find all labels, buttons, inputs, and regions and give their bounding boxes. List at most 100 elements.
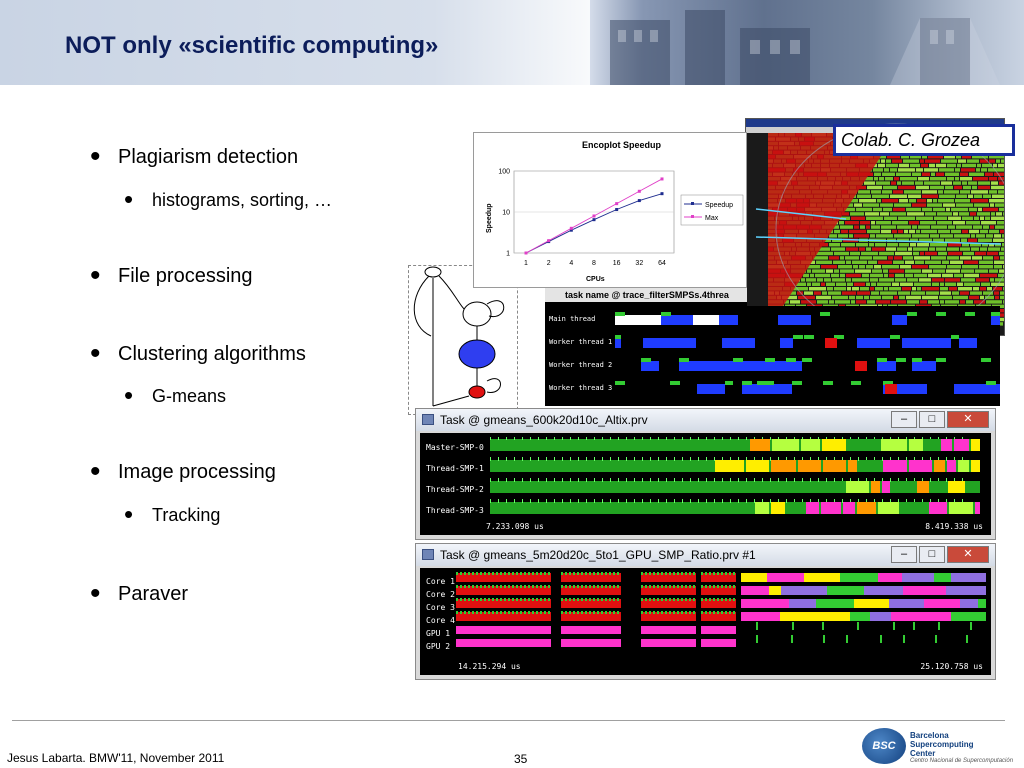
- trace-burst: [835, 300, 850, 304]
- trace-event: [713, 585, 715, 588]
- trace-event: [717, 585, 719, 588]
- trace-event: [898, 478, 899, 482]
- trace-burst: [903, 586, 946, 595]
- trace-event: [573, 585, 575, 588]
- trace-canvas[interactable]: Core 1 Core 2 Core 3 Core 4 GPU 1 GPU 2 …: [420, 568, 991, 675]
- trace-burst: [968, 194, 973, 198]
- trace-event: [677, 598, 679, 601]
- trace-burst: [993, 287, 1002, 291]
- trace-burst: [894, 295, 898, 300]
- trace-window-gpu[interactable]: Task @ gmeans_5m20d20c_5to1_GPU_SMP_Rati…: [415, 543, 996, 680]
- trace-burst: [890, 168, 897, 172]
- trace-burst: [814, 291, 821, 295]
- trace-event: [516, 598, 518, 601]
- trace-event: [618, 457, 619, 461]
- trace-event: [986, 381, 996, 385]
- colab-label: Colab. C. Grozea: [833, 124, 1015, 156]
- trace-event: [593, 585, 595, 588]
- trace-event: [673, 611, 675, 614]
- trace-burst: [925, 251, 937, 256]
- trace-burst: [932, 278, 944, 282]
- trace-burst: [858, 190, 870, 194]
- trace-event: [597, 598, 599, 601]
- trace-burst: [934, 338, 951, 348]
- trace-burst: [803, 273, 809, 278]
- trace-burst: [982, 163, 992, 168]
- trace-burst: [771, 502, 785, 514]
- legend-speedup: Speedup: [705, 202, 733, 209]
- chart-ytick-label: 100: [498, 169, 510, 176]
- window-titlebar[interactable]: Task @ gmeans_5m20d20c_5to1_GPU_SMP_Rati…: [416, 544, 995, 566]
- trace-burst: [869, 243, 874, 247]
- trace-event: [650, 478, 651, 482]
- minimize-button[interactable]: –: [891, 411, 917, 428]
- trace-event: [729, 611, 731, 614]
- trace-burst: [998, 190, 1004, 194]
- trace-burst: [615, 384, 647, 394]
- chart-xtick-label: 1: [524, 260, 528, 267]
- trace-event: [565, 611, 567, 614]
- maximize-button[interactable]: □: [919, 411, 945, 428]
- trace-burst: [934, 460, 945, 472]
- trace-event: [706, 478, 707, 482]
- trace-burst: [969, 172, 984, 176]
- trace-burst: [715, 460, 744, 472]
- trace-event: [922, 478, 923, 482]
- trace-event: [602, 499, 603, 503]
- trace-burst: [865, 315, 892, 325]
- data-point-speedup: [660, 192, 664, 196]
- trace-event: [528, 598, 530, 601]
- trace-event: [589, 572, 591, 575]
- trace-burst: [856, 207, 872, 212]
- trace-burst: [807, 269, 811, 273]
- smpss-row-label: Worker thread 3: [549, 384, 613, 392]
- trace-event: [601, 572, 603, 575]
- trace-event: [573, 572, 575, 575]
- trace-burst: [989, 155, 1004, 159]
- trace-event: [802, 457, 803, 461]
- trace-event: [514, 478, 515, 482]
- trace-burst: [827, 287, 833, 291]
- trace-burst: [939, 295, 952, 300]
- data-point-speedup: [569, 228, 573, 232]
- trace-event: [586, 457, 587, 461]
- trace-burst: [796, 282, 806, 286]
- trace-burst: [816, 295, 831, 300]
- trace-event: [834, 478, 835, 482]
- trace-burst: [789, 599, 816, 608]
- trace-event: [565, 598, 567, 601]
- trace-event: [464, 572, 466, 575]
- trace-event: [698, 457, 699, 461]
- minimize-button[interactable]: –: [891, 546, 917, 563]
- trace-event: [834, 437, 835, 440]
- trace-event: [508, 611, 510, 614]
- trace-event: [778, 457, 779, 461]
- trace-event: [562, 457, 563, 461]
- trace-event: [954, 478, 955, 482]
- trace-event: [472, 572, 474, 575]
- window-titlebar[interactable]: Task @ gmeans_600k20d10c_Altix.prv – □ ✕: [416, 409, 995, 431]
- trace-burst: [970, 243, 981, 247]
- trace-burst: [930, 243, 947, 247]
- trace-window-altix[interactable]: Task @ gmeans_600k20d10c_Altix.prv – □ ✕…: [415, 408, 996, 540]
- slide-title: NOT only «scientific computing»: [65, 32, 439, 59]
- trace-event: [514, 499, 515, 503]
- trace-burst: [746, 460, 769, 472]
- close-button[interactable]: ✕: [947, 546, 989, 563]
- trace-event: [738, 457, 739, 461]
- trace-burst: [891, 300, 906, 304]
- trace-canvas[interactable]: Master-SMP-0 Thread-SMP-1 Thread-SMP-2 T…: [420, 433, 991, 535]
- close-button[interactable]: ✕: [947, 411, 989, 428]
- trace-burst: [822, 439, 846, 451]
- maximize-button[interactable]: □: [919, 546, 945, 563]
- trace-burst: [874, 172, 881, 176]
- trace-burst: [852, 278, 869, 282]
- trace-burst: [641, 599, 696, 608]
- trace-event: [594, 499, 595, 503]
- trace-burst: [860, 287, 869, 291]
- trace-burst: [905, 269, 921, 273]
- trace-event: [530, 457, 531, 461]
- trace-burst: [966, 300, 973, 304]
- trace-burst: [978, 599, 986, 608]
- trace-burst: [815, 247, 830, 251]
